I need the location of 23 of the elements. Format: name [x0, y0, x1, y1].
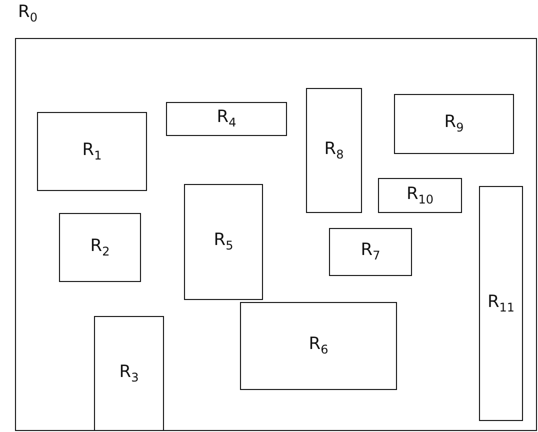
region-label: R$_{0}$ [18, 4, 38, 24]
region-label: R$_{1}$ [82, 142, 102, 162]
region-box [59, 213, 141, 282]
region-box [166, 102, 287, 136]
region-box [378, 178, 462, 213]
region-label: R$_{11}$ [487, 294, 515, 314]
region-box [394, 94, 514, 154]
region-box [37, 112, 147, 191]
region-label: R$_{10}$ [406, 186, 434, 206]
region-label: R$_{2}$ [90, 238, 110, 258]
region-box [329, 228, 412, 276]
region-box [184, 184, 263, 300]
region-label: R$_{7}$ [360, 242, 380, 262]
region-box [479, 186, 523, 421]
region-label: R$_{9}$ [444, 114, 464, 134]
region-label: R$_{3}$ [119, 364, 139, 384]
region-box [94, 316, 164, 431]
region-label: R$_{8}$ [324, 140, 344, 160]
region-label: R$_{5}$ [214, 232, 234, 252]
region-label: R$_{4}$ [216, 109, 236, 129]
region-box [240, 302, 397, 390]
region-box [306, 88, 362, 213]
region-label: R$_{6}$ [308, 336, 328, 356]
